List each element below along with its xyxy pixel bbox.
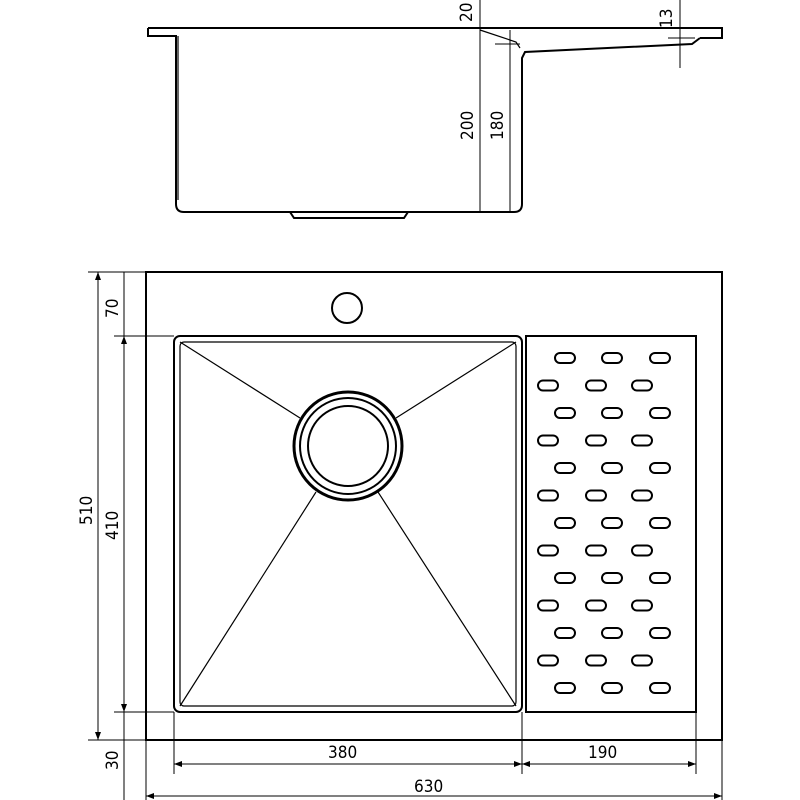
dim-label-410: 410 — [103, 511, 123, 540]
top-outer-deck — [145, 271, 723, 741]
dim-label-200: 200 — [458, 111, 478, 140]
drainer-slot — [554, 462, 576, 474]
drainer-slot — [601, 572, 623, 584]
drainer-slot — [537, 379, 559, 392]
drainer-slot — [601, 517, 623, 529]
drainer-slot — [631, 599, 653, 612]
bowl-outline — [173, 335, 523, 713]
drainer-slot — [554, 517, 576, 529]
drainer-slot — [601, 462, 623, 474]
drainer-slot — [537, 599, 559, 612]
drainer-slot — [601, 407, 623, 419]
drainer-slot — [585, 599, 607, 612]
drainer-slot — [554, 407, 576, 419]
dim-label-30: 30 — [103, 751, 123, 770]
bowl-crease-bl — [179, 491, 317, 707]
drain-inner — [307, 405, 389, 487]
drainer-slot — [554, 352, 576, 364]
drainer-slot — [631, 654, 653, 667]
drainer-slot — [649, 407, 671, 419]
drainer-slot — [585, 654, 607, 667]
drainer-slot — [537, 434, 559, 447]
dim-arrows — [95, 272, 722, 799]
drainer-outline — [525, 335, 697, 713]
bowl-crease-br — [377, 491, 517, 707]
drainer-slot — [649, 682, 671, 694]
tap-hole — [331, 292, 363, 324]
dim-label-190: 190 — [588, 743, 617, 763]
dim-label-380: 380 — [328, 743, 357, 763]
top-view: 70 510 410 30 380 190 630 — [77, 271, 723, 800]
drainer-slot — [631, 544, 653, 557]
dim-label-510: 510 — [77, 496, 97, 525]
drainer-slot — [537, 654, 559, 667]
drainer-slot — [585, 489, 607, 502]
bowl-inner — [179, 341, 517, 707]
drainer-slot — [585, 434, 607, 447]
bowl-crease-tr — [395, 341, 517, 419]
drainer-slot — [537, 544, 559, 557]
dim-label-180: 180 — [488, 111, 508, 140]
side-bowl-outline — [147, 28, 701, 213]
drainer-slot — [649, 462, 671, 474]
drainer-slot — [554, 572, 576, 584]
drainer-slot — [585, 379, 607, 392]
drainer-slot — [585, 544, 607, 557]
drainer-slot — [649, 352, 671, 364]
side-drainer-step — [479, 29, 521, 49]
drainer-slot — [649, 627, 671, 639]
drain-outer — [292, 390, 404, 502]
drainer-slot — [601, 627, 623, 639]
drainer-slot — [631, 379, 653, 392]
dim-label-13: 13 — [657, 9, 677, 28]
drainer-slots — [537, 352, 671, 694]
dim-label-630: 630 — [414, 777, 443, 797]
drainer-slot — [537, 489, 559, 502]
drainer-slot — [601, 682, 623, 694]
dim-label-70: 70 — [103, 299, 123, 318]
bowl-crease-tl — [179, 341, 301, 419]
side-drain — [289, 211, 409, 219]
drain-mid — [299, 397, 397, 495]
drainer-slot — [554, 627, 576, 639]
side-rim — [148, 27, 723, 39]
drainer-slot — [649, 572, 671, 584]
drainer-slot — [631, 434, 653, 447]
side-view: 20 200 180 13 — [147, 0, 723, 219]
drainer-slot — [649, 517, 671, 529]
dim-label-20: 20 — [457, 3, 477, 22]
drainer-slot — [554, 682, 576, 694]
drainer-slot — [601, 352, 623, 364]
drainer-slot — [631, 489, 653, 502]
